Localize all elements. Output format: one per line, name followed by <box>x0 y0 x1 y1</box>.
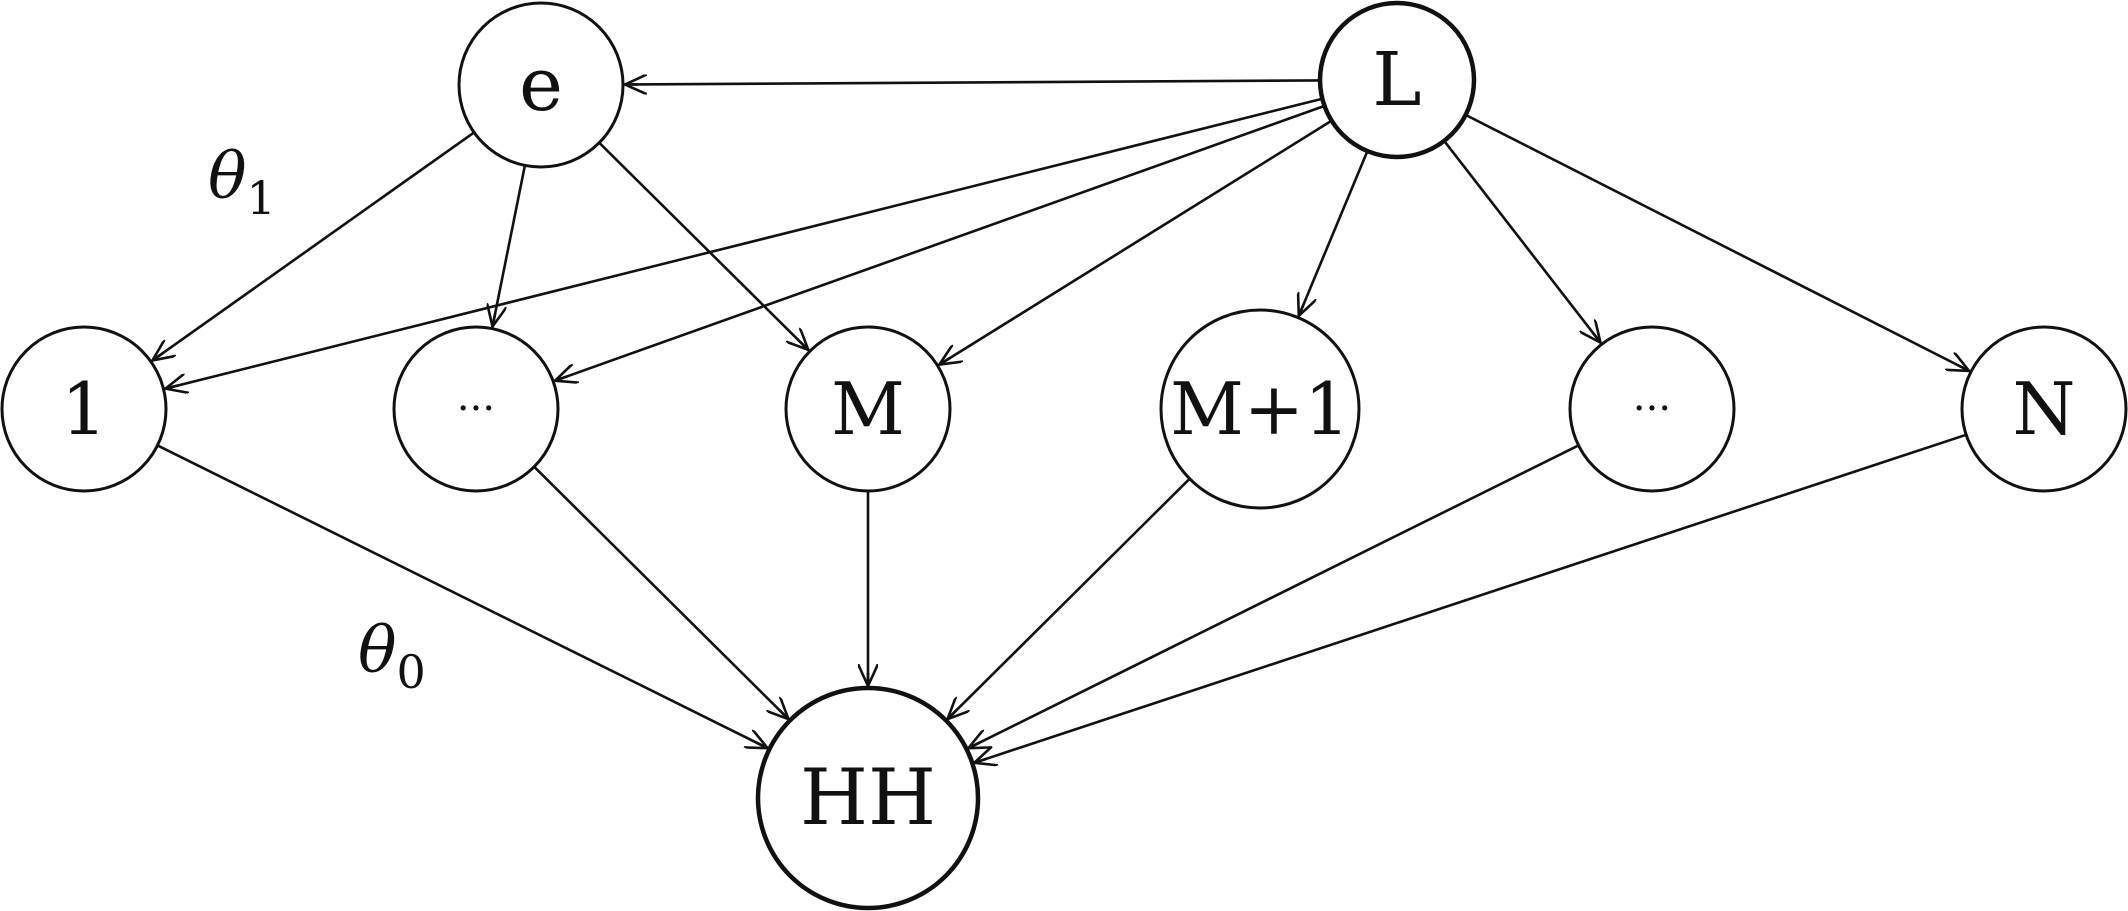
edge-e-to-n1 <box>153 131 475 360</box>
node-M1-label: M+1 <box>1170 367 1350 451</box>
theta1-label: θ1 <box>208 140 276 225</box>
edge-dotsB-to-HH <box>968 444 1580 748</box>
node-HH-label: HH <box>800 753 936 843</box>
node-N-label: N <box>2013 367 2076 451</box>
node-dotsA: ··· <box>392 325 560 493</box>
node-dotsA-label: ··· <box>457 386 495 432</box>
edge-e-to-dotsA <box>493 165 527 326</box>
node-dotsB-label: ··· <box>1633 386 1671 432</box>
theta0-symbol: θ <box>358 614 397 688</box>
node-dotsB-circle <box>1568 325 1736 493</box>
node-n1-label: 1 <box>61 367 107 451</box>
edge-e-to-M <box>598 141 808 350</box>
node-e-circle <box>457 1 625 169</box>
edge-M1-to-HH <box>948 477 1191 719</box>
node-e-label: e <box>519 42 563 128</box>
parameters-layer: θ1 θ0 <box>208 140 426 699</box>
theta1-subscript: 1 <box>247 171 276 225</box>
node-L-circle <box>1317 0 1477 160</box>
node-dotsA-circle <box>392 325 560 493</box>
edge-L-to-M1 <box>1299 150 1369 316</box>
node-M1: M+1 <box>1159 308 1361 510</box>
theta1-symbol: θ <box>208 140 247 214</box>
edge-L-to-dotsA <box>555 104 1325 381</box>
node-n1-circle <box>0 325 168 493</box>
edge-n1-to-HH <box>156 444 768 748</box>
node-L-label: L <box>1372 37 1421 123</box>
node-HH-circle <box>755 685 981 911</box>
node-M-circle <box>784 325 952 493</box>
node-N: N <box>1960 325 2128 493</box>
node-L: L <box>1317 0 1477 160</box>
edge-dotsA-to-HH <box>533 465 788 719</box>
node-M-label: M <box>831 367 905 451</box>
edge-N-to-HH <box>974 433 1967 763</box>
node-M1-circle <box>1159 308 1361 510</box>
node-n1: 1 <box>0 325 168 493</box>
node-e: e <box>457 1 625 169</box>
edges-layer <box>153 80 1970 762</box>
theta0-label: θ0 <box>358 614 426 699</box>
edge-L-to-N <box>1465 113 1970 371</box>
edge-L-to-M <box>939 119 1333 365</box>
node-HH: HH <box>755 685 981 911</box>
node-dotsB: ··· <box>1568 325 1736 493</box>
theta0-subscript: 0 <box>397 645 426 699</box>
edge-L-to-dotsB <box>1443 140 1600 343</box>
edge-L-to-n1 <box>166 97 1323 389</box>
node-N-circle <box>1960 325 2128 493</box>
edge-L-to-e <box>625 80 1321 84</box>
node-M: M <box>784 325 952 493</box>
